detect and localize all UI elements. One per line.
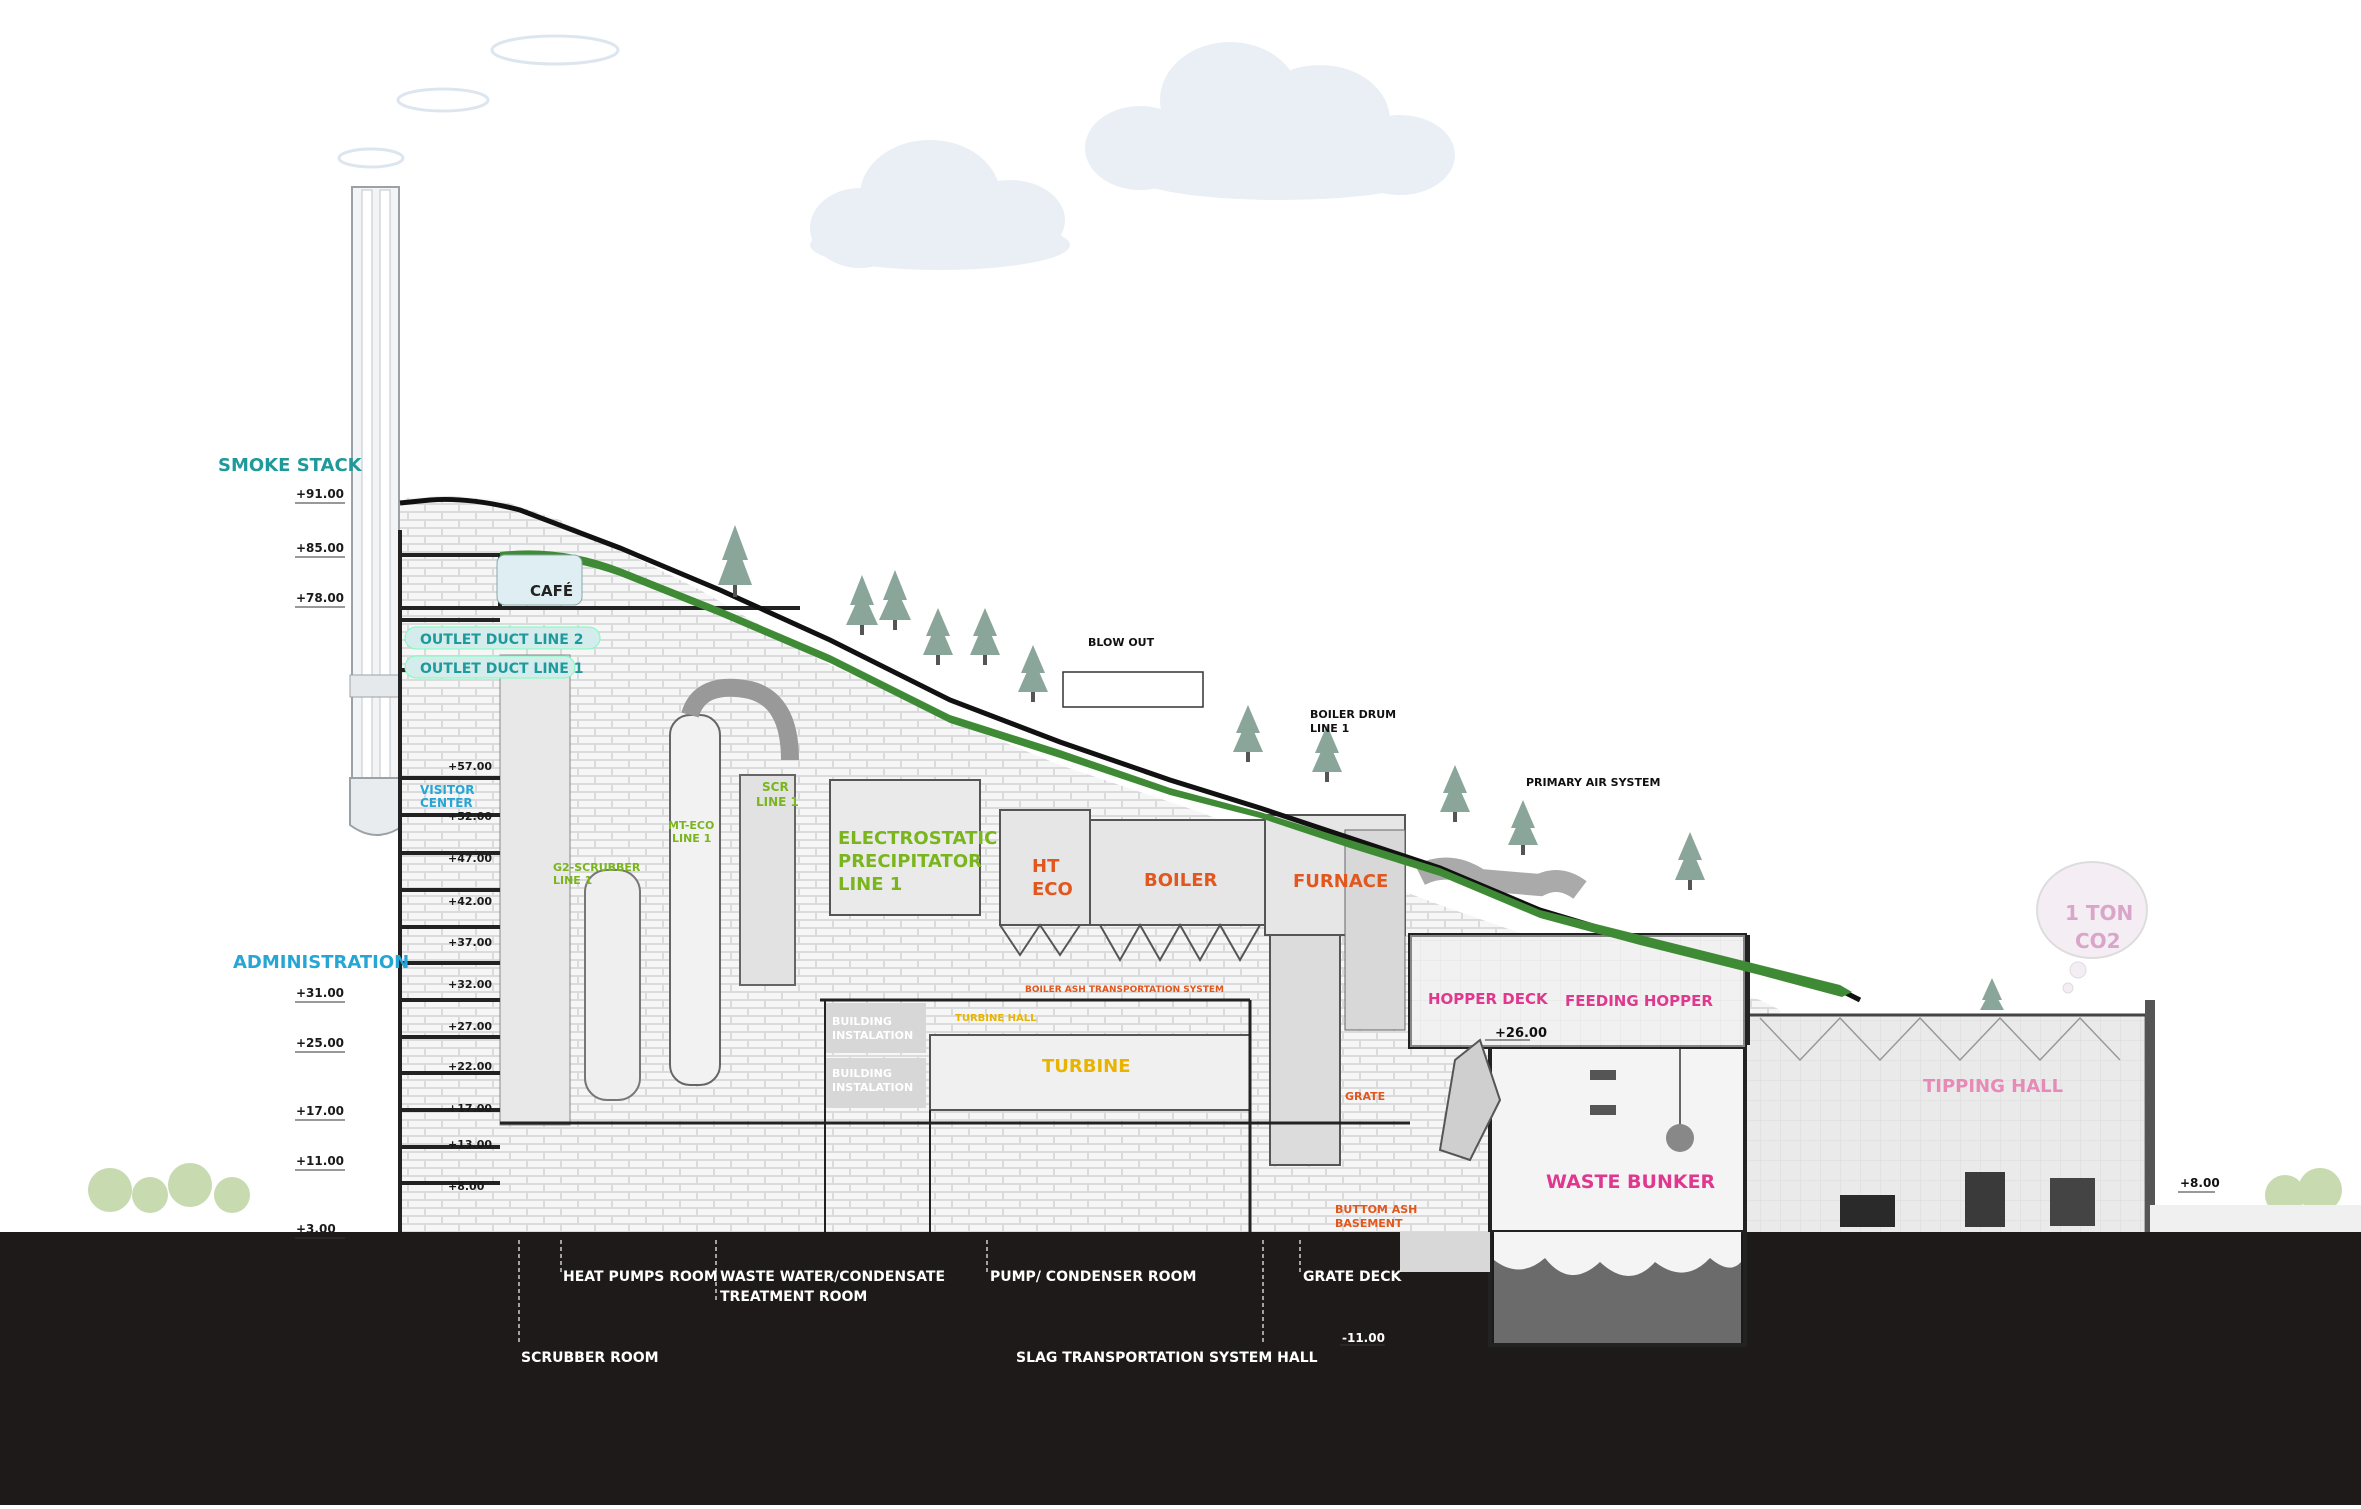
leader-lines (518, 1240, 1301, 1345)
inner-level-13: +13.00 (448, 1138, 492, 1151)
ground (0, 1232, 2361, 1505)
smoke-stack-label: SMOKE STACK (218, 455, 363, 476)
building-installation-a-1: BUILDING (832, 1015, 892, 1028)
mt-eco-label-1: MT-ECO (668, 819, 714, 832)
outlet-duct-line-1: OUTLET DUCT LINE 1 (420, 661, 583, 677)
g2-scrubber-label-2: LINE 1 (553, 874, 592, 887)
boiler-ash-label: BOILER ASH TRANSPORTATION SYSTEM (1025, 985, 1224, 995)
ht-eco-label-1: HT (1032, 856, 1060, 877)
green-roof (500, 550, 1852, 997)
feeding-hopper-label: FEEDING HOPPER (1565, 992, 1713, 1010)
blow-out-label: BLOW OUT (1088, 636, 1155, 649)
tipping-hall-structure (1744, 1000, 2155, 1234)
scr-label-1: SCR (762, 780, 789, 794)
outlet-duct-line-2: OUTLET DUCT LINE 2 (420, 632, 583, 648)
level-plus-26: +26.00 (1495, 1026, 1547, 1041)
co2-bubble (2036, 861, 2148, 994)
process-equipment (499, 654, 1587, 1166)
esp-label-2: PRECIPITATOR (838, 851, 982, 872)
level-17: +17.00 (296, 1104, 344, 1118)
administration-label: ADMINISTRATION (233, 952, 409, 973)
level-31: +31.00 (296, 986, 344, 1000)
esp-label-1: ELECTROSTATIC (838, 828, 997, 849)
g2-scrubber-label-1: G2-SCRUBBER (553, 861, 641, 874)
visitor-center-label-2: CENTER (420, 796, 473, 810)
level-85: +85.00 (296, 541, 344, 555)
esp-label-3: LINE 1 (838, 874, 902, 895)
primary-air-label: PRIMARY AIR SYSTEM (1526, 776, 1660, 789)
level-78: +78.00 (296, 591, 344, 605)
level-11: +11.00 (296, 1154, 344, 1168)
turbine-label: TURBINE (1042, 1056, 1131, 1077)
level-minus-11: -11.00 (1342, 1331, 1385, 1345)
boiler-label: BOILER (1144, 870, 1217, 891)
inner-level-37: +37.00 (448, 936, 492, 949)
level-25: +25.00 (296, 1036, 344, 1050)
co2-label-2: CO2 (2075, 929, 2121, 953)
grate-label: GRATE (1345, 1090, 1385, 1103)
inner-level-17: +17.00 (448, 1102, 492, 1115)
trees (88, 525, 2342, 1215)
inner-level-8: +8.00 (448, 1180, 485, 1193)
boiler-drum-label-1: BOILER DRUM (1310, 708, 1396, 721)
pump-condenser-label: PUMP/ CONDENSER ROOM (990, 1269, 1196, 1285)
furnace-label: FURNACE (1293, 871, 1388, 892)
ht-eco-label-2: ECO (1032, 879, 1073, 900)
inner-level-57: +57.00 (448, 760, 492, 773)
cafe-label: CAFÉ (530, 581, 573, 600)
inner-level-47: +47.00 (448, 852, 492, 865)
level-ticks (295, 502, 2215, 1346)
structure-lines (398, 530, 1410, 1232)
turbine-hall-label: TURBINE HALL (955, 1013, 1037, 1024)
boiler-drum-label-2: LINE 1 (1310, 722, 1349, 735)
level-91: +91.00 (296, 487, 344, 501)
level-plus-8: +8.00 (2180, 1176, 2220, 1190)
level-3: +3.00 (296, 1222, 336, 1236)
visitor-center-label-1: VISITOR (420, 783, 475, 797)
admin-floors (400, 553, 500, 1185)
scr-label-2: LINE 1 (756, 795, 799, 809)
heat-pumps-room-label: HEAT PUMPS ROOM (563, 1269, 718, 1285)
slag-hall-label: SLAG TRANSPORTATION SYSTEM HALL (1016, 1350, 1318, 1366)
smoke-stack (349, 186, 405, 836)
mt-eco-label-2: LINE 1 (672, 832, 711, 845)
co2-label-1: 1 TON (2065, 901, 2133, 925)
inner-level-42: +42.00 (448, 895, 492, 908)
tipping-hall-label: TIPPING HALL (1923, 1076, 2063, 1097)
waste-water-label-1: WASTE WATER/CONDENSATE (720, 1269, 945, 1285)
inner-level-27: +27.00 (448, 1020, 492, 1033)
grate-deck-label: GRATE DECK (1303, 1269, 1402, 1285)
waste-bunker-label: WASTE BUNKER (1546, 1171, 1716, 1193)
inner-level-22: +22.00 (448, 1060, 492, 1073)
clouds (337, 34, 1455, 270)
building-installation-a-2: INSTALATION (832, 1029, 913, 1042)
inner-level-52: +52.00 (448, 810, 492, 823)
hopper-deck-label: HOPPER DECK (1428, 990, 1549, 1008)
building-installation-b-1: BUILDING (832, 1067, 892, 1080)
bottom-ash-label-2: BASEMENT (1335, 1217, 1403, 1230)
inner-level-32: +32.00 (448, 978, 492, 991)
bottom-ash-label-1: BUTTOM ASH (1335, 1203, 1417, 1216)
scrubber-room-label: SCRUBBER ROOM (521, 1350, 659, 1366)
waste-water-label-2: TREATMENT ROOM (720, 1289, 867, 1305)
building-installation-b-2: INSTALATION (832, 1081, 913, 1094)
